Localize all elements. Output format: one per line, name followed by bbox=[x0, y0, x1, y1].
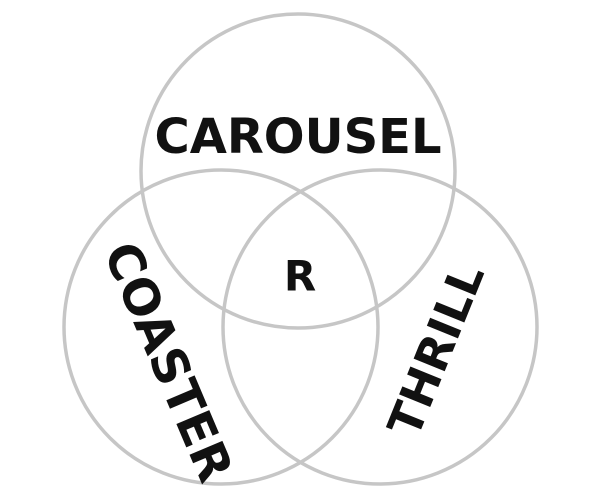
circle-thrill bbox=[221, 168, 539, 486]
label-carousel: CAROUSEL bbox=[154, 109, 441, 165]
circle-coaster bbox=[62, 168, 380, 486]
circle-carousel bbox=[139, 12, 457, 330]
label-center: R bbox=[284, 252, 316, 301]
label-thrill: THRILL bbox=[377, 256, 495, 444]
label-coaster: COASTER bbox=[92, 234, 244, 490]
